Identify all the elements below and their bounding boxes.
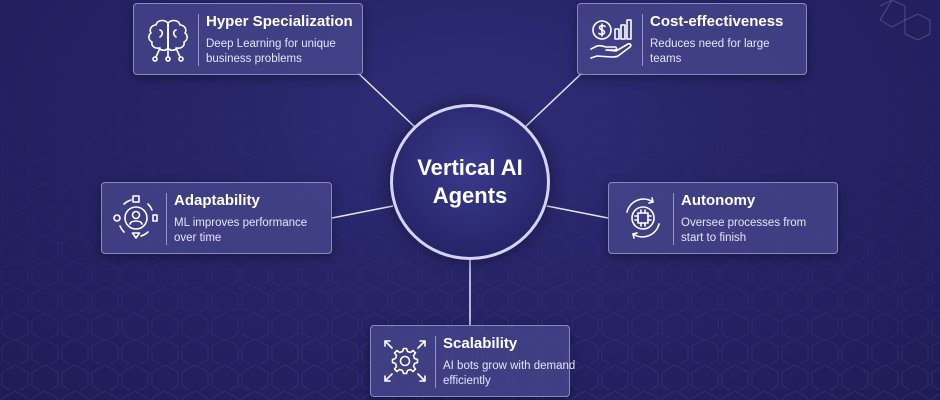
card-description: AI bots grow with demand efficiently [443,360,576,387]
connector-hyper-specialization [357,72,417,129]
card-cost-effectiveness: Cost-effectiveness Reduces need for larg… [577,3,807,75]
brain-circuit-icon [148,19,188,62]
card-divider [198,14,199,66]
card-description: Deep Learning for unique business proble… [206,38,336,65]
card-title: Cost-effectiveness [650,13,784,30]
card-divider [673,193,674,245]
card-description: Reduces need for large teams [650,38,770,65]
card-description: ML improves performance over time [174,217,308,244]
connector-cost-effectiveness [523,72,583,129]
card-divider [166,193,167,245]
card-autonomy: Autonomy Oversee processes from start to… [608,182,838,254]
card-title: Adaptability [174,192,260,209]
dollar-hand-chart-icon [590,19,632,59]
card-title: Autonomy [681,192,756,209]
card-description: Oversee processes from start to finish [681,217,807,244]
corner-molecule-decoration [879,0,931,41]
connector-adaptability [331,205,394,219]
card-divider [435,336,436,388]
card-title: Scalability [443,335,518,352]
central-hub: Vertical AI Agents [390,104,550,260]
chip-cycle-icon [626,197,660,239]
card-hyper-specialization: Hyper Specialization Deep Learning for u… [133,3,363,75]
connector-autonomy [546,205,609,219]
gear-expand-arrows-icon [384,340,426,382]
person-gear-cycle-icon [113,195,158,239]
hub-title: Vertical AI Agents [417,155,523,208]
card-adaptability: Adaptability ML improves performance ove… [101,182,332,254]
card-divider [642,14,643,66]
card-title: Hyper Specialization [206,13,353,30]
card-scalability: Scalability AI bots grow with demand eff… [370,325,575,397]
